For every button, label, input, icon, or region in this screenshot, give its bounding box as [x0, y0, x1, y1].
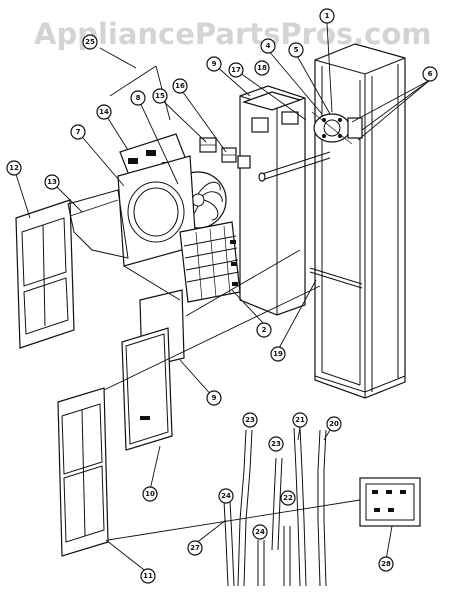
callout-label: 20 [329, 420, 339, 428]
callout-4: 4 [260, 38, 276, 54]
control-box [359, 477, 421, 527]
leader-20 [323, 429, 331, 441]
callout-label: 28 [381, 560, 391, 568]
callout-label: 24 [255, 528, 265, 536]
callout-label: 6 [428, 70, 433, 78]
callout-7: 7 [70, 124, 86, 140]
callout-label: 13 [47, 178, 57, 186]
callout-1: 1 [319, 8, 335, 24]
callout-28: 28 [378, 556, 394, 572]
mounting-bracket [239, 85, 306, 316]
callout-label: 22 [283, 494, 293, 502]
callout-25: 25 [82, 34, 98, 50]
callout-20: 20 [326, 416, 342, 432]
callout-label: 5 [294, 46, 299, 54]
callout-11: 11 [140, 568, 156, 584]
callout-19: 19 [270, 346, 286, 362]
callout-label: 15 [155, 92, 165, 100]
callout-9-top: 9 [206, 56, 222, 72]
callout-18: 18 [254, 60, 270, 76]
callout-label: 19 [273, 350, 283, 358]
leader-21 [297, 426, 301, 441]
access-door [121, 327, 173, 451]
callout-label: 17 [231, 66, 241, 74]
callout-23-b: 23 [268, 436, 284, 452]
shaft [258, 151, 331, 182]
callout-5: 5 [288, 42, 304, 58]
callout-label: 8 [136, 94, 141, 102]
callout-10: 10 [142, 486, 158, 502]
callout-22: 22 [280, 490, 296, 506]
callout-24-b: 24 [252, 524, 268, 540]
callout-14: 14 [96, 104, 112, 120]
callout-15: 15 [152, 88, 168, 104]
callout-label: 4 [266, 42, 271, 50]
callout-label: 9 [212, 394, 217, 402]
callout-label: 23 [245, 416, 255, 424]
callout-label: 9 [212, 60, 217, 68]
callout-label: 7 [76, 128, 81, 136]
callout-label: 25 [85, 38, 95, 46]
insulation-sheet [67, 189, 129, 259]
leader-25 [99, 47, 137, 69]
callout-label: 16 [175, 82, 185, 90]
callout-label: 24 [221, 492, 231, 500]
callout-label: 11 [143, 572, 153, 580]
callout-label: 23 [271, 440, 281, 448]
front-grille-panel [15, 199, 75, 349]
callout-9: 9 [206, 390, 222, 406]
heater-element [179, 221, 241, 303]
callout-label: 21 [295, 416, 305, 424]
callout-label: 27 [190, 544, 200, 552]
callout-6: 6 [422, 66, 438, 82]
callout-2: 2 [256, 322, 272, 338]
watermark-text: AppliancePartsPros.com [34, 17, 431, 51]
leader-lines [13, 22, 431, 574]
callout-label: 12 [9, 164, 19, 172]
rod-19 [309, 267, 363, 289]
callout-12: 12 [6, 160, 22, 176]
callout-23-a: 23 [242, 412, 258, 428]
callout-13: 13 [44, 174, 60, 190]
callout-21: 21 [292, 412, 308, 428]
callout-label: 14 [99, 108, 109, 116]
callout-8: 8 [130, 90, 146, 106]
wire-rods [223, 427, 327, 587]
callout-label: 10 [145, 490, 155, 498]
callout-label: 18 [257, 64, 267, 72]
callout-24-a: 24 [218, 488, 234, 504]
callout-label: 1 [325, 12, 330, 20]
callout-27: 27 [187, 540, 203, 556]
callout-16: 16 [172, 78, 188, 94]
tall-cabinet [314, 43, 406, 399]
terminal-block [311, 111, 363, 145]
callout-17: 17 [228, 62, 244, 78]
callout-label: 2 [262, 326, 267, 334]
lower-grille-panel [57, 387, 109, 557]
